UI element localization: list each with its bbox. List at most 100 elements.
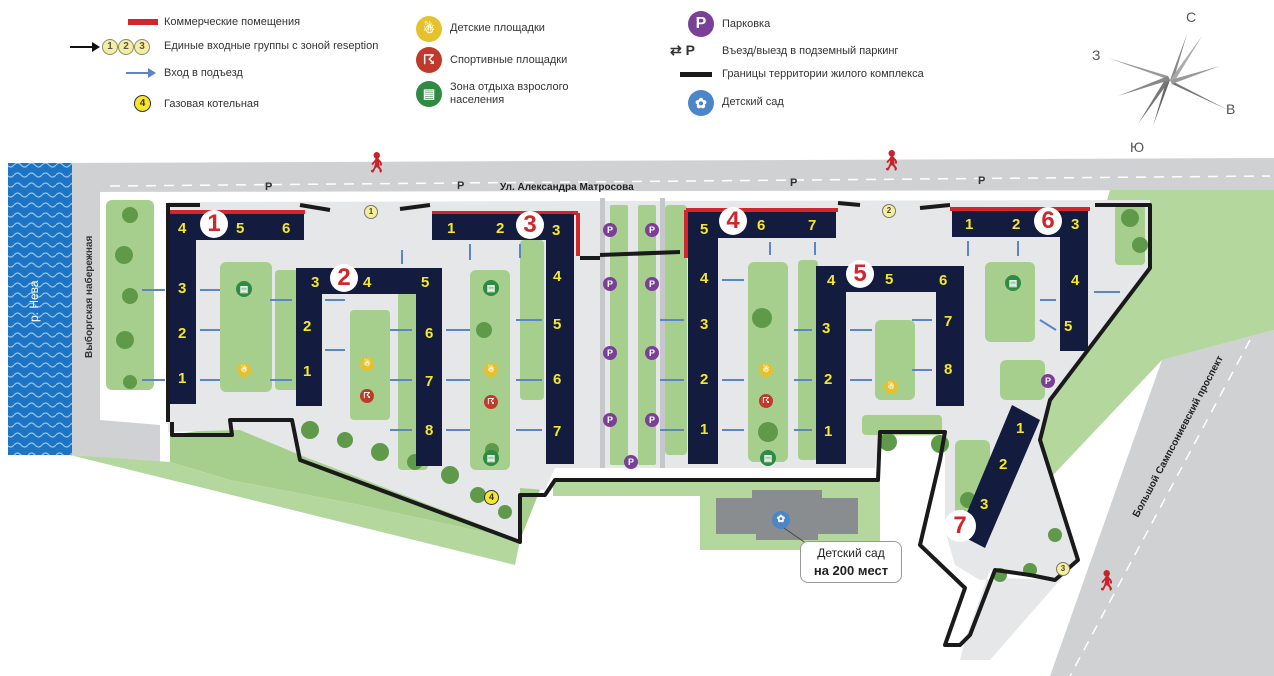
section-label: 3 (178, 280, 187, 297)
building-2-east (416, 268, 442, 466)
kids-playground-icon: ☃ (884, 380, 898, 394)
compass-west: З (1092, 47, 1100, 63)
section-label: 1 (447, 220, 456, 237)
rest-zone-icon: ▤ (416, 81, 442, 107)
compass-rose: С Ю З В (1092, 9, 1235, 155)
street-top-label: Ул. Александра Матросова (500, 182, 634, 193)
kids-playground-icon: ☃ (360, 357, 374, 371)
section-label: 6 (757, 217, 766, 234)
section-label: 7 (808, 217, 817, 234)
section-label: 3 (1071, 216, 1080, 233)
section-label: 1 (965, 216, 974, 233)
section-label: 6 (553, 371, 562, 388)
section-label: 2 (700, 371, 709, 388)
building-number-2: 2 (330, 264, 358, 292)
kids-playground-icon: ☃ (759, 363, 773, 377)
sport-ground-icon: ☈ (360, 389, 374, 403)
legend-entrance: Вход в подъезд (164, 67, 243, 79)
parking-icon: P (603, 346, 617, 360)
section-label: 5 (236, 220, 245, 237)
entrance-arrows (142, 241, 1120, 431)
section-label: 2 (1012, 216, 1021, 233)
commercial-swatch-icon (128, 19, 158, 25)
building-5-west (816, 266, 846, 464)
kids-playground-icon: ☃ (237, 363, 251, 377)
section-label: 7 (944, 313, 953, 330)
building-1-north (170, 214, 304, 240)
building-3-east (546, 214, 574, 464)
legend-sport: Спортивные площадки (450, 54, 568, 66)
section-label: 5 (553, 316, 562, 333)
svg-text:P: P (457, 180, 464, 192)
building-number-7: 7 (944, 510, 976, 542)
kindergarten-icon: ✿ (688, 90, 714, 116)
entrance-group-3-icon: 3 (1056, 562, 1070, 576)
parking-icon: P (688, 11, 714, 37)
building-number-5: 5 (846, 260, 874, 288)
section-label: 8 (425, 422, 434, 439)
section-label: 1 (700, 421, 709, 438)
river-label: р. Нева (27, 280, 41, 322)
parking-icon: P (645, 346, 659, 360)
section-label: 3 (552, 222, 561, 239)
street-left-label: Выборгская набережная (83, 236, 95, 358)
section-label: 1 (824, 423, 833, 440)
parking-icon: P (645, 223, 659, 237)
legend-entrance-groups: Единые входные группы с зоной reseption (164, 40, 379, 52)
section-label: 2 (496, 220, 505, 237)
entrance-group-1-icon: 1 (364, 205, 378, 219)
section-label: 3 (700, 316, 709, 333)
section-label: 3 (311, 274, 320, 291)
section-label: 4 (178, 220, 187, 237)
pedestrian-icon: 🚶︎ (1094, 570, 1120, 592)
building-7 (958, 405, 1040, 548)
section-label: 3 (822, 320, 831, 337)
section-label: 4 (363, 274, 372, 291)
section-label: 1 (1016, 420, 1025, 437)
complex-border (168, 201, 1152, 647)
section-label: 5 (1064, 318, 1073, 335)
section-label: 4 (1071, 272, 1080, 289)
rest-zone-icon: ▤ (483, 450, 499, 466)
section-label: 2 (178, 325, 187, 342)
legend-commercial: Коммерческие помещения (164, 16, 301, 28)
rest-zone-icon: ▤ (760, 450, 776, 466)
pedestrian-icon: 🚶︎ (879, 150, 905, 172)
section-label: 7 (553, 423, 562, 440)
kids-playground-icon: ☃ (416, 16, 442, 42)
section-label: 4 (827, 272, 836, 289)
rest-zone-icon: ▤ (1005, 275, 1021, 291)
building-number-6: 6 (1034, 207, 1062, 235)
parking-lane (600, 198, 665, 468)
section-label: 2 (999, 456, 1008, 473)
kindergarten-callout: Детский сад на 200 мест (800, 541, 902, 583)
building-6-east (1060, 211, 1088, 351)
section-label: 2 (303, 318, 312, 335)
compass-east: В (1226, 101, 1235, 117)
section-label: 5 (885, 271, 894, 288)
border-line-icon (680, 72, 712, 77)
svg-text:P: P (978, 175, 985, 187)
compass-north: С (1186, 9, 1196, 25)
road-top (72, 158, 1274, 192)
legend-parking: Парковка (722, 18, 771, 30)
parking-icon: P (603, 223, 617, 237)
road-embankment (72, 163, 160, 462)
section-label: 7 (425, 373, 434, 390)
river-neva (8, 163, 72, 455)
legend-border: Границы территории жилого комплекса (722, 68, 924, 80)
building-5-east (936, 266, 964, 406)
svg-text:P: P (265, 181, 272, 193)
building-number-4: 4 (719, 207, 747, 235)
sport-ground-icon: ☈ (416, 47, 442, 73)
legend-kindergarten: Детский сад (722, 96, 784, 108)
kids-playground-icon: ☃ (484, 363, 498, 377)
section-label: 4 (553, 268, 562, 285)
section-label: 1 (303, 363, 312, 380)
entrance-group-2-icon: 2 (118, 39, 134, 55)
boiler-icon: 4 (484, 490, 499, 505)
compass-south: Ю (1130, 139, 1144, 155)
building-1-west (170, 214, 196, 404)
